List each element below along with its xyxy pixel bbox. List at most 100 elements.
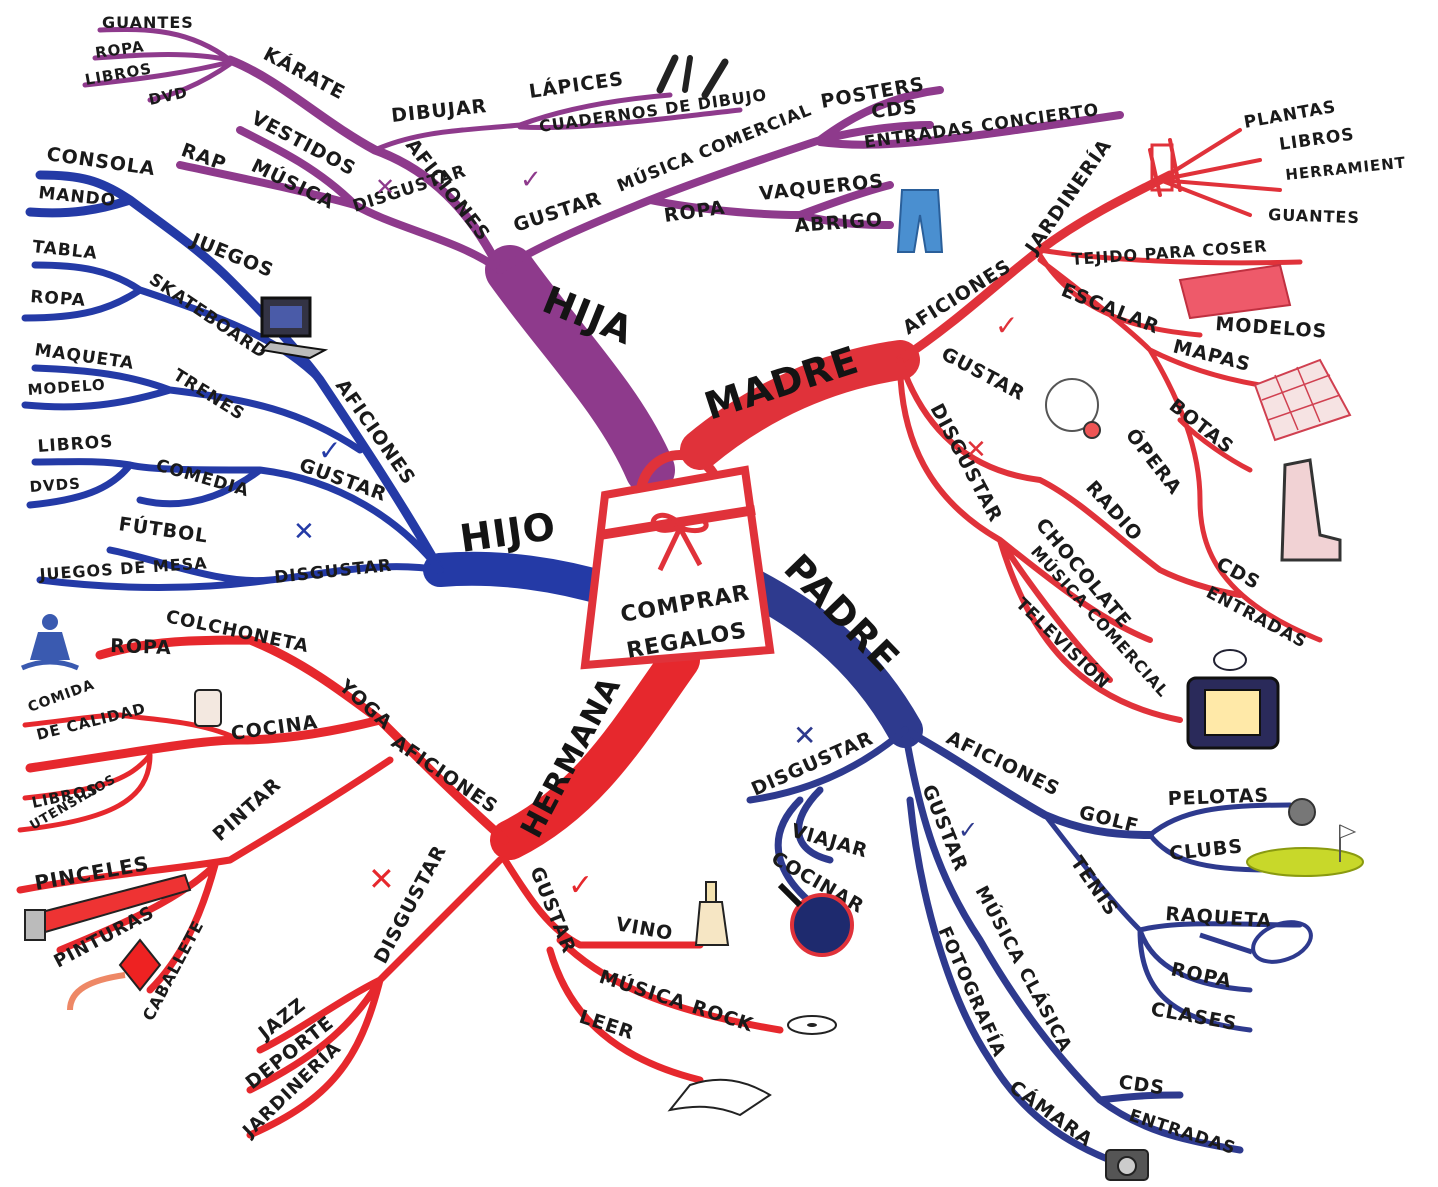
padre-like-mark: ✓ <box>958 816 979 844</box>
hermana-like-mark: ✓ <box>568 868 594 903</box>
padre-viajar-label: VIAJAR <box>789 820 871 863</box>
hermana-comida1-label: COMIDA <box>26 677 97 716</box>
hijo-gustar-line <box>26 458 444 574</box>
madre-plantas-label: PLANTAS <box>1242 97 1337 133</box>
madre-botas-label: BOTAS <box>1165 395 1238 459</box>
padre-tenis-label: TENIS <box>1066 852 1123 920</box>
madre-jardineria-sublines <box>1148 128 1282 217</box>
hermana-colchoneta-label: COLCHONETA <box>164 606 311 657</box>
hermana-gustar-line <box>501 856 784 1084</box>
hija-dibujar-label: DIBUJAR <box>390 95 488 127</box>
hermana-vino-label: VINO <box>614 913 675 945</box>
hija-aficiones-sublines <box>82 26 743 153</box>
madre-mapas-label: MAPAS <box>1171 336 1253 377</box>
padre-dislike-mark: ✕ <box>793 719 817 752</box>
padre-pelotas-label: PELOTAS <box>1167 784 1269 810</box>
hijo-disgustar-label: DISGUSTAR <box>273 556 393 588</box>
madre-dislike-mark: ✕ <box>965 435 988 465</box>
hijo-like-mark: ✓ <box>318 434 342 467</box>
hija-gustar-line <box>496 86 1124 274</box>
boot-icon <box>1280 458 1342 562</box>
hermana-pintar-line <box>16 756 394 994</box>
hija-guantes-label: GUANTES <box>102 13 194 32</box>
hijo-disgustar-line <box>36 546 444 591</box>
hijo-label: HIJO <box>457 504 559 561</box>
hijo-ropa-label: ROPA <box>30 287 87 311</box>
icons <box>20 54 1364 1181</box>
hija-lapices-label: LÁPICES <box>527 67 625 103</box>
hijo-libros-label: LIBROS <box>37 432 114 457</box>
madre-libros-label: LIBROS <box>1278 125 1356 155</box>
golf-ball-icon <box>1288 798 1316 826</box>
hija-like-mark: ✓ <box>520 165 543 195</box>
padre-raqueta-label: RAQUETA <box>1165 903 1273 932</box>
glove-icon <box>1150 143 1174 192</box>
madre-herramientas-label: HERRAMIENT <box>1285 153 1407 184</box>
hija-ropa-label: ROPA <box>94 37 146 62</box>
pencils-icon <box>656 54 729 99</box>
branch-hijo: HIJO AFICIONES JUEGOS CONSOLA MANDO SKAT… <box>21 143 627 607</box>
tennis-racket-icon <box>1199 920 1313 964</box>
paintbrush-icon <box>24 873 192 941</box>
madre-guantes-label: GUANTES <box>1268 205 1360 227</box>
jeans-icon <box>896 189 944 253</box>
jar-icon <box>194 689 222 727</box>
hermana-disgustar-line <box>246 856 504 1139</box>
madre-jardineria-label: JARDINERÍA <box>1019 134 1116 259</box>
hija-karate-label: KÁRATE <box>260 42 350 104</box>
frying-pan-icon <box>777 882 854 957</box>
hermana-cocina-sublines <box>17 712 243 833</box>
padre-clases-label: CLASES <box>1149 998 1239 1035</box>
hija-libros-label: LIBROS <box>84 59 154 88</box>
wine-bottle-icon <box>694 881 730 946</box>
madre-like-mark: ✓ <box>995 309 1019 342</box>
map-icon <box>1253 358 1352 442</box>
computer-icon <box>259 296 329 360</box>
hijo-futbol-label: FÚTBOL <box>117 511 210 547</box>
center-bag: COMPRAR REGALOS <box>580 450 775 670</box>
padre-aficiones-sublines <box>1042 802 1303 1033</box>
camera-icon <box>1105 1149 1149 1181</box>
padre-ropa-label: ROPA <box>1169 958 1234 992</box>
paint-tube-icon <box>67 938 162 1011</box>
madre-aficiones-sublines <box>1037 247 1323 643</box>
yoga-icon <box>20 614 80 671</box>
madre-gustar-line <box>897 357 1243 598</box>
hijo-modelo-label: MODELO <box>27 376 106 399</box>
branch-hermana: HERMANA AFICIONES YOGA COLCHONETA ROPA C… <box>16 606 784 1143</box>
fabric-roll-icon <box>1178 263 1292 320</box>
hija-main-branch <box>485 245 675 495</box>
madre-gustar-label: GUSTAR <box>938 343 1029 405</box>
hijo-main-branch <box>423 551 627 607</box>
branch-padre: PADRE AFICIONES GOLF PELOTAS CLUBS TENIS… <box>722 546 1303 1164</box>
madre-modelos-label: MODELOS <box>1215 313 1328 343</box>
golf-green-icon <box>1246 824 1364 877</box>
madre-disgustar-line <box>897 357 1183 723</box>
hermana-main-branch <box>490 640 700 860</box>
madre-main-branch <box>680 340 920 470</box>
book-icon <box>667 1078 772 1117</box>
opera-singer-icon <box>1045 378 1101 439</box>
padre-clubs-label: CLUBS <box>1168 835 1244 865</box>
hermana-aficiones-label: AFICIONES <box>387 731 502 818</box>
cd-icon <box>787 1015 837 1035</box>
hermana-ropa-label: ROPA <box>110 635 172 659</box>
hijo-juegos-line <box>25 170 445 575</box>
madre-opera-label: ÓPERA <box>1121 423 1188 499</box>
padre-gustar-line <box>901 726 1244 1164</box>
hijo-dvds-label: DVDS <box>29 474 81 496</box>
hijo-juegos-mesa-label: JUEGOS DE MESA <box>38 553 208 584</box>
hijo-trenes-label: TRENES <box>169 365 248 425</box>
hija-vaqueros-label: VAQUEROS <box>758 170 885 205</box>
madre-escalar-label: ESCALAR <box>1058 279 1162 338</box>
hija-dvd-label: DVD <box>147 83 189 109</box>
hija-dislike-mark: ✕ <box>375 173 396 201</box>
hijo-skateboard-label: SKATEBOARD <box>145 270 270 364</box>
hijo-trenes-line <box>21 364 364 454</box>
madre-entradas-label: ENTRADAS <box>1203 583 1311 653</box>
tv-icon <box>1186 649 1280 750</box>
hijo-comedia-label: COMEDIA <box>154 456 252 502</box>
hija-disgustar-line <box>176 126 504 274</box>
hijo-tabla-label: TABLA <box>31 237 98 264</box>
